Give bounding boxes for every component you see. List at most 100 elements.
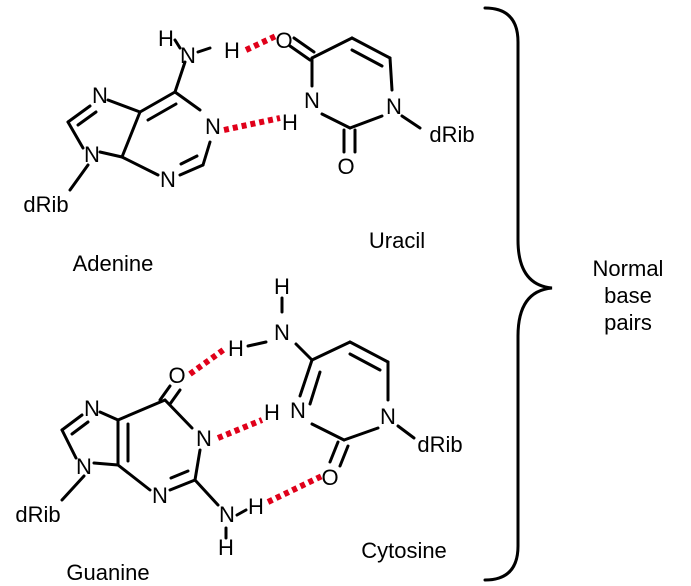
bond [350, 36, 392, 60]
bond [60, 474, 86, 502]
bond [120, 155, 160, 177]
adenine-atom-n9: N [84, 142, 100, 167]
bond [70, 420, 90, 436]
bond [173, 38, 182, 50]
adenine-atom-n3: N [160, 167, 176, 192]
cytosine-name-label: Cytosine [361, 538, 447, 563]
cytosine-structure: H H N N N O dRib [228, 274, 463, 490]
bond [246, 340, 268, 348]
bond [342, 426, 380, 442]
uracil-name-label: Uracil [369, 228, 425, 253]
bond [320, 112, 352, 130]
bond [66, 104, 92, 124]
brace-label-line-1: Normal [593, 256, 664, 281]
hydrogen-bond [223, 115, 281, 133]
bond [193, 478, 220, 507]
bond [169, 469, 190, 480]
cytosine-atom-o2: O [321, 465, 338, 490]
bond [396, 424, 416, 440]
bond [120, 110, 142, 159]
adenine-atom-n6: N [180, 43, 196, 68]
bond [308, 370, 322, 406]
guanine-atom-h2b: H [248, 494, 264, 519]
adenine-name-label: Adenine [73, 251, 154, 276]
bond [348, 352, 382, 372]
hydrogen-bond [244, 33, 278, 53]
hydrogen-bond [188, 345, 228, 377]
bond [60, 413, 84, 432]
bond [106, 98, 142, 114]
bond [310, 422, 346, 442]
bond [116, 398, 167, 422]
cytosine-sugar-label: dRib [417, 432, 462, 457]
bond [338, 444, 350, 468]
bond [98, 410, 120, 422]
bond [350, 48, 384, 68]
brace-label-line-2: base [604, 283, 652, 308]
bond [179, 154, 199, 166]
guanine-atom-n9: N [76, 454, 92, 479]
bond [310, 36, 354, 60]
bond [158, 384, 172, 402]
bond [68, 163, 90, 192]
bond [196, 46, 212, 54]
guanine-atom-h2a: H [218, 535, 234, 560]
uracil-sugar-label: dRib [429, 122, 474, 147]
adenine-atom-n1: N [205, 114, 221, 139]
uracil-atom-o2: O [337, 154, 354, 179]
uracil-atom-n1: N [386, 94, 402, 119]
cytosine-atom-n1: N [380, 404, 396, 429]
bond [138, 90, 177, 114]
hydrogen-bond [216, 417, 264, 441]
uracil-atom-h3: H [282, 110, 298, 135]
guanine-name-label: Guanine [66, 560, 149, 585]
adenine-atom-h6b: H [224, 38, 240, 63]
guanine-atom-n3: N [152, 483, 168, 508]
bond [310, 340, 352, 362]
bond [201, 140, 212, 167]
bond [235, 508, 248, 517]
bond [400, 114, 422, 130]
bond [66, 120, 85, 150]
cytosine-atom-h4b: H [228, 336, 244, 361]
cytosine-atom-n3: N [290, 398, 306, 423]
uracil-atom-o4: O [275, 28, 292, 53]
bond [298, 358, 314, 398]
bond [92, 461, 120, 467]
bond [348, 340, 390, 364]
bond [193, 448, 202, 482]
bond [76, 110, 98, 127]
guanine-atom-o6: O [168, 363, 185, 388]
cytosine-atom-n4: N [274, 320, 290, 345]
bond [60, 428, 78, 460]
bond [173, 60, 187, 94]
bond [116, 463, 152, 492]
bond [292, 36, 316, 54]
bond [168, 388, 182, 406]
hydrogen-bond [266, 473, 324, 505]
adenine-sugar-label: dRib [23, 192, 68, 217]
bond [178, 163, 205, 177]
bond [388, 56, 394, 92]
guanine-structure: N N O N N N H H dRib [15, 363, 264, 560]
curly-brace-icon [483, 6, 553, 582]
bond [294, 342, 314, 362]
guanine-sugar-label: dRib [15, 502, 60, 527]
bond [288, 44, 312, 62]
brace-label-line-3: pairs [604, 310, 652, 335]
uracil-structure: O N H O N dRib [275, 28, 474, 179]
bond [98, 150, 124, 159]
uracil-atom-n3: N [304, 88, 320, 113]
adenine-atom-h6a: H [158, 26, 174, 51]
guanine-atom-n2: N [219, 502, 235, 527]
guanine-atom-n7: N [84, 396, 100, 421]
adenine-atom-n7: N [92, 83, 108, 108]
bond [168, 478, 197, 492]
guanine-atom-n1: N [196, 426, 212, 451]
cytosine-atom-h-n3-bridge: H [264, 400, 280, 425]
bond [173, 90, 202, 112]
cytosine-atom-h4a: H [274, 274, 290, 299]
bond [348, 114, 384, 130]
bond [146, 102, 178, 122]
